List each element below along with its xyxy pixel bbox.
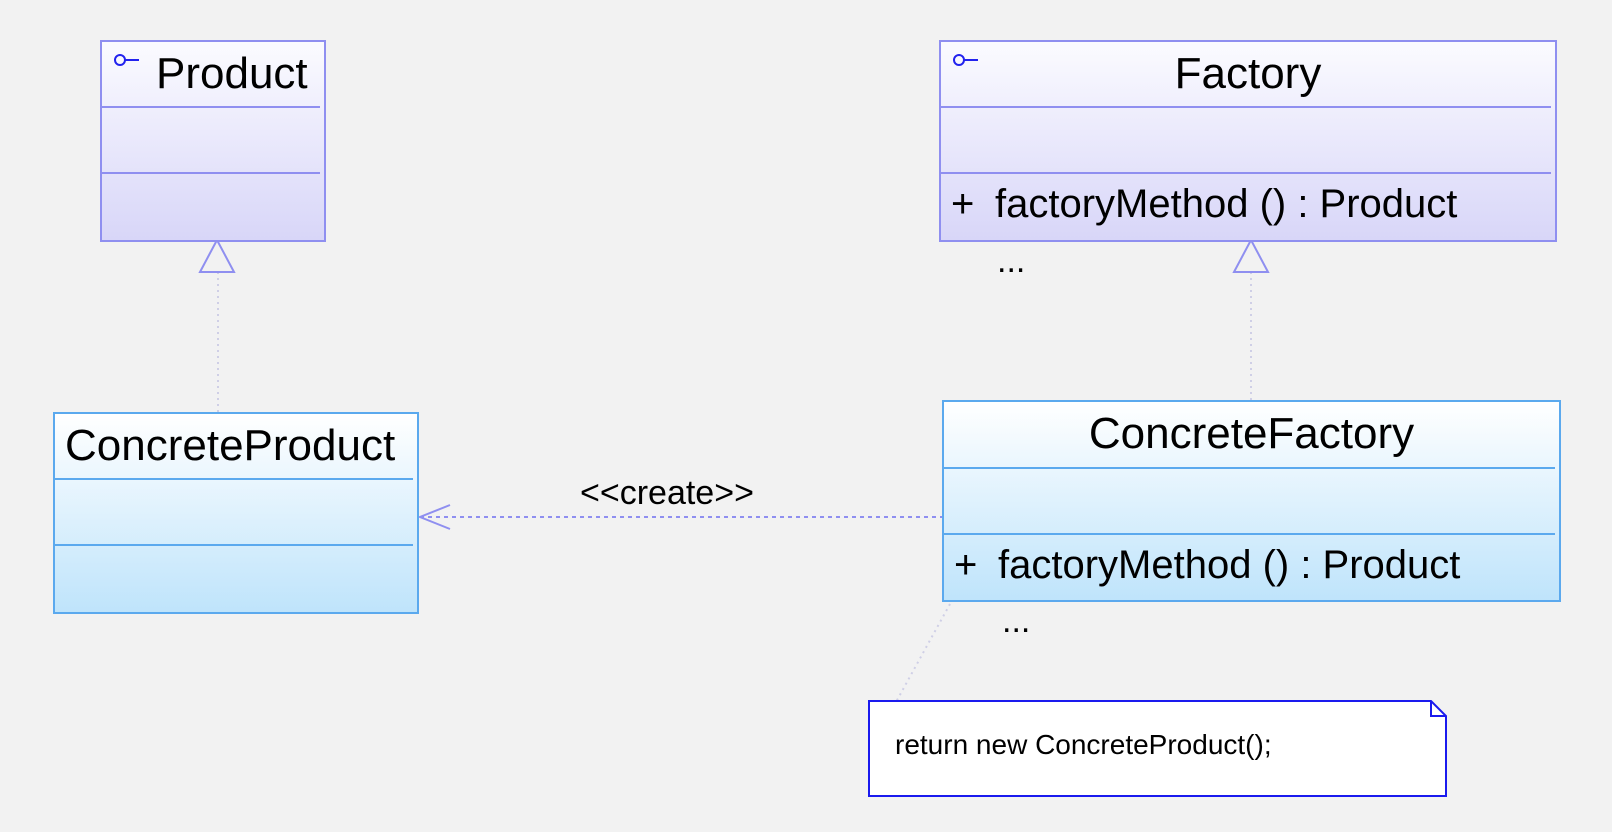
realization-arrowhead-factory [1232,237,1270,273]
class-factory-operation[interactable]: + factoryMethod () : Product [951,174,1457,234]
note-box[interactable]: return new ConcreteProduct(); [869,701,1446,796]
realization-arrowhead-product [198,237,236,273]
class-factory-more: ... [997,242,1026,280]
create-stereotype-label: <<create>> [580,474,754,512]
operation-signature: factoryMethod () : Product [998,543,1461,587]
class-product-name: Product [156,49,308,98]
note-text: return new ConcreteProduct(); [895,729,1272,760]
class-factory-divider-2 [941,172,1551,174]
class-factory-name: Factory [1174,49,1322,98]
interface-lollipop-icon [114,54,139,66]
class-factory[interactable]: Factory + factoryMethod () : Product [939,40,1557,242]
class-concrete-factory-more: ... [1002,602,1031,640]
class-concrete-product[interactable]: ConcreteProduct [53,412,419,614]
class-concrete-factory-divider-2 [944,533,1555,535]
class-concrete-factory-name: ConcreteFactory [1088,409,1415,458]
class-concrete-product-divider-2 [55,544,413,546]
class-concrete-product-name: ConcreteProduct [65,421,396,470]
class-product-divider-2 [102,172,320,174]
class-product-divider-1 [102,106,320,108]
note-fold [1430,701,1446,717]
visibility-public: + [951,182,975,226]
note-anchor-line [895,603,951,703]
interface-lollipop-icon [953,54,978,66]
class-factory-divider-1 [941,106,1551,108]
class-concrete-factory[interactable]: ConcreteFactory + factoryMethod () : Prod… [942,400,1561,602]
operation-signature: factoryMethod () : Product [995,182,1458,226]
class-concrete-product-divider-1 [55,478,413,480]
class-concrete-factory-divider-1 [944,467,1555,469]
visibility-public: + [954,543,978,587]
note-shape [868,700,1447,797]
class-concrete-factory-operation[interactable]: + factoryMethod () : Product [954,535,1460,595]
create-dependency-arrowhead [417,504,451,530]
class-product[interactable]: Product [100,40,326,242]
